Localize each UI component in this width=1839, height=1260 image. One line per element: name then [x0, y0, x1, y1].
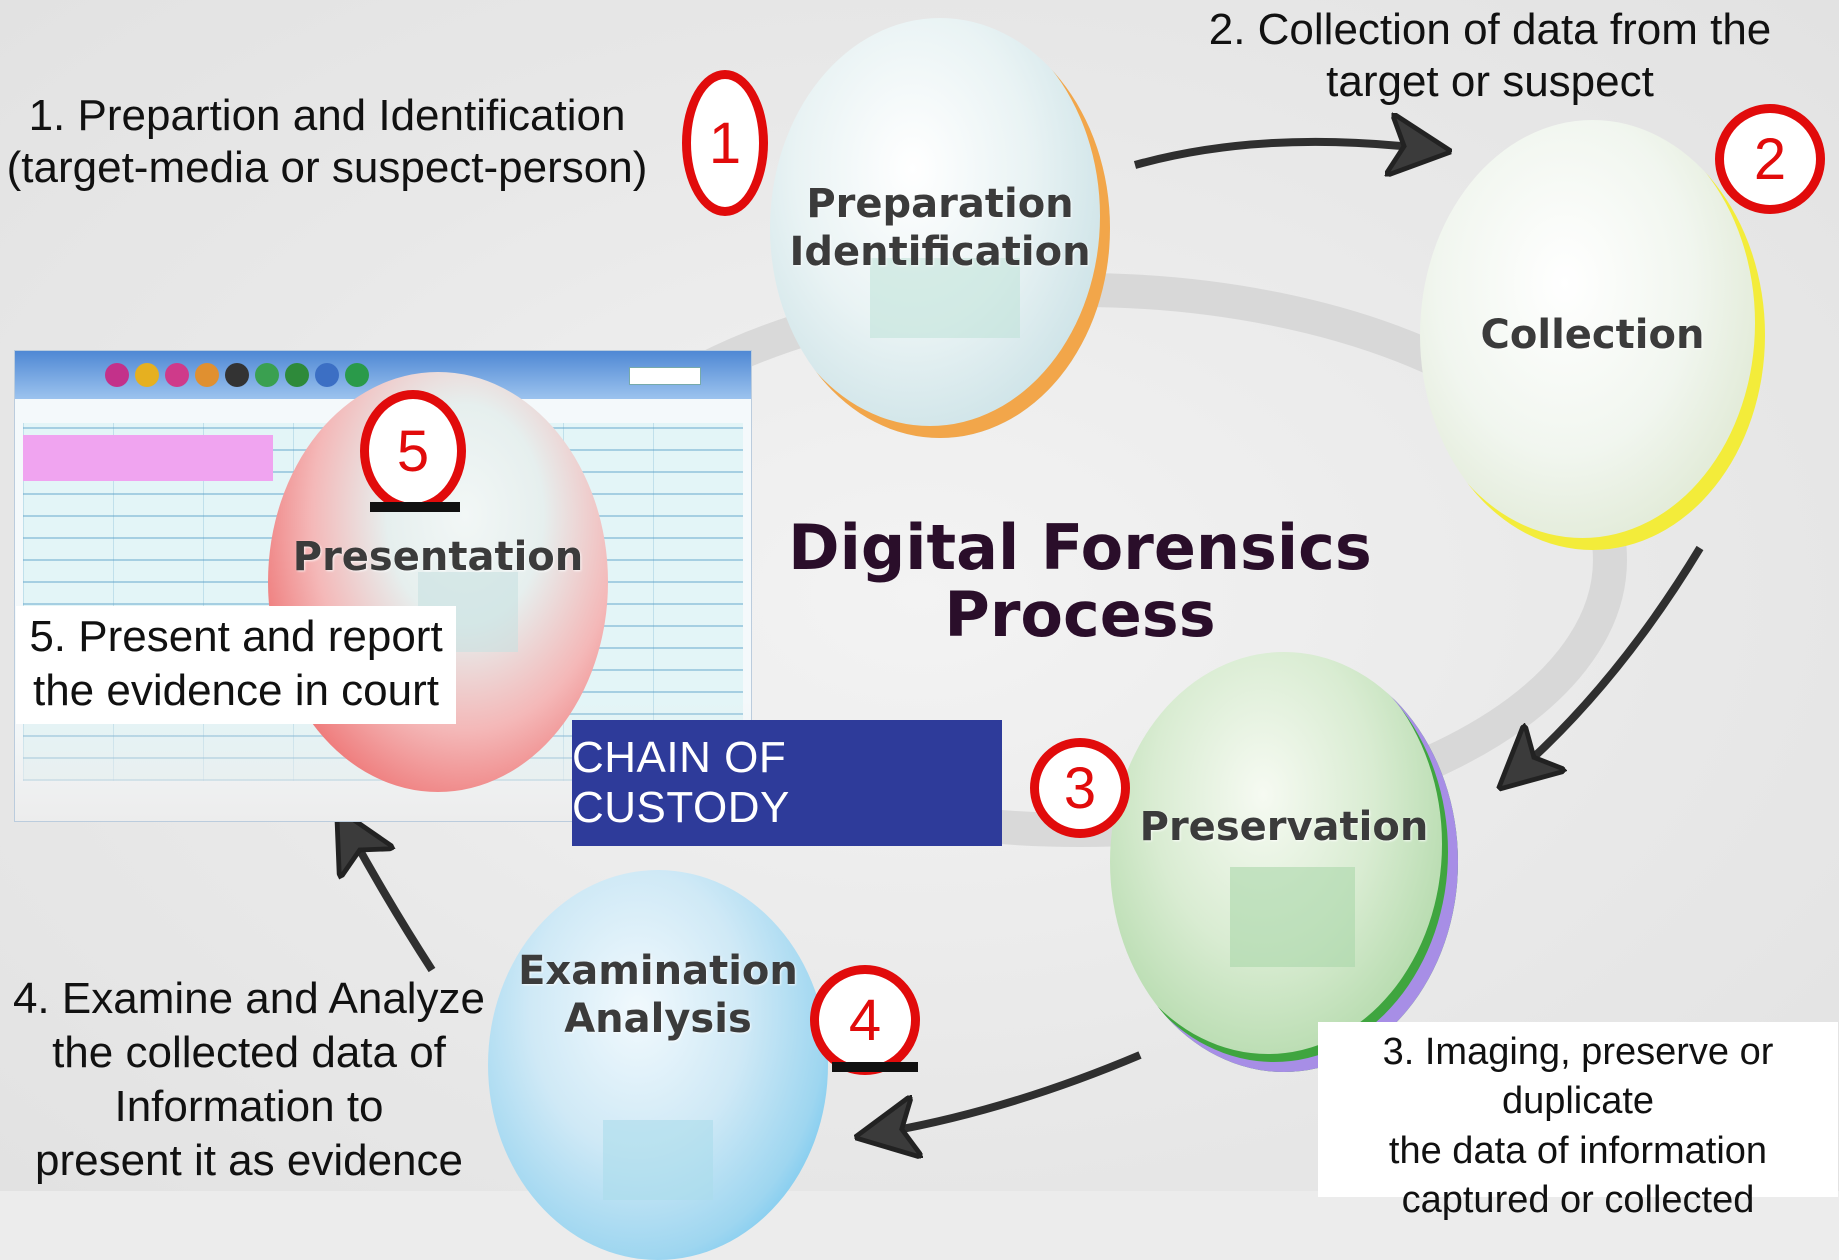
step-5-description-box: [16, 606, 456, 724]
arrow-2-to-3: [1522, 545, 1704, 768]
step-marker-5-underline: [370, 502, 460, 512]
step-3-description-line-2: the data of information: [1388, 1129, 1768, 1172]
step-3-description-box: 3. Imaging, preserve or duplicate the da…: [1318, 1022, 1838, 1221]
step-marker-4: 4: [810, 965, 920, 1075]
step-2-description-line-2: target or suspect: [1326, 56, 1654, 106]
step-5-description: 5. Present and report the evidence in co…: [16, 610, 456, 717]
node-examination-analysis: Examination Analysis: [488, 870, 828, 1260]
node-5-name: Presentation: [292, 534, 584, 580]
node-4-name-line-2: Analysis: [564, 996, 752, 1042]
step-3-description-line-1: 3. Imaging, preserve or duplicate: [1382, 1031, 1774, 1123]
step-1-description: 1. Prepartion and Identification (target…: [2, 90, 652, 194]
step-4-description-line-3: Information to: [114, 1082, 384, 1132]
step-4-description-line-4: present it as evidence: [34, 1136, 464, 1186]
arrow-4-to-5: [352, 836, 436, 973]
thumbnail-search-box: [629, 367, 701, 385]
node-preparation-identification: Preparation Identification: [770, 18, 1110, 438]
step-marker-4-underline: [832, 1062, 918, 1072]
step-marker-1-number: 1: [708, 110, 742, 176]
arrow-3-to-4: [886, 1051, 1142, 1132]
step-5-description-line-1: 5. Present and report: [29, 612, 443, 661]
title-line-2: Process: [944, 577, 1216, 651]
node-3-name: Preservation: [1139, 804, 1429, 850]
step-2-description-line-1: 2. Collection of data from the: [1208, 5, 1772, 54]
step-2-description: 2. Collection of data from the target or…: [1190, 4, 1790, 108]
step-1-description-line-1: 1. Prepartion and Identification: [28, 91, 626, 140]
step-marker-3: 3: [1030, 738, 1130, 838]
step-marker-5-number: 5: [396, 418, 430, 484]
diagram-title: Digital Forensics Process: [760, 511, 1400, 651]
step-4-description-line-2: the collected data of: [52, 1028, 446, 1078]
step-marker-2: 2: [1715, 104, 1825, 214]
node-preservation: Preservation: [1110, 652, 1458, 1072]
step-4-description: 4. Examine and Analyze the collected dat…: [4, 972, 494, 1188]
chain-of-custody-banner: CHAIN OF CUSTODY: [572, 720, 1002, 846]
node-4-name-line-1: Examination: [518, 948, 798, 994]
chain-of-custody-label: CHAIN OF CUSTODY: [572, 733, 790, 832]
node-collection: Collection: [1420, 120, 1765, 550]
thumbnail-header-cell: [23, 435, 273, 481]
step-3-description-line-3: captured or collected: [1401, 1179, 1755, 1222]
step-1-description-line-2: (target-media or suspect-person): [6, 142, 648, 192]
step-marker-4-number: 4: [848, 987, 882, 1053]
node-2-name: Collection: [1480, 312, 1705, 358]
node-1-name-line-2: Identification: [789, 229, 1091, 275]
step-4-description-line-1: 4. Examine and Analyze: [12, 974, 486, 1023]
step-marker-3-number: 3: [1063, 755, 1097, 821]
step-marker-2-number: 2: [1753, 126, 1787, 192]
step-marker-1: 1: [682, 70, 768, 216]
node-1-name-line-1: Preparation: [806, 181, 1074, 227]
step-5-description-line-2: the evidence in court: [32, 665, 440, 715]
title-line-1: Digital Forensics: [788, 511, 1372, 584]
step-marker-5: 5: [360, 390, 466, 512]
arrow-1-to-2: [1133, 142, 1420, 165]
